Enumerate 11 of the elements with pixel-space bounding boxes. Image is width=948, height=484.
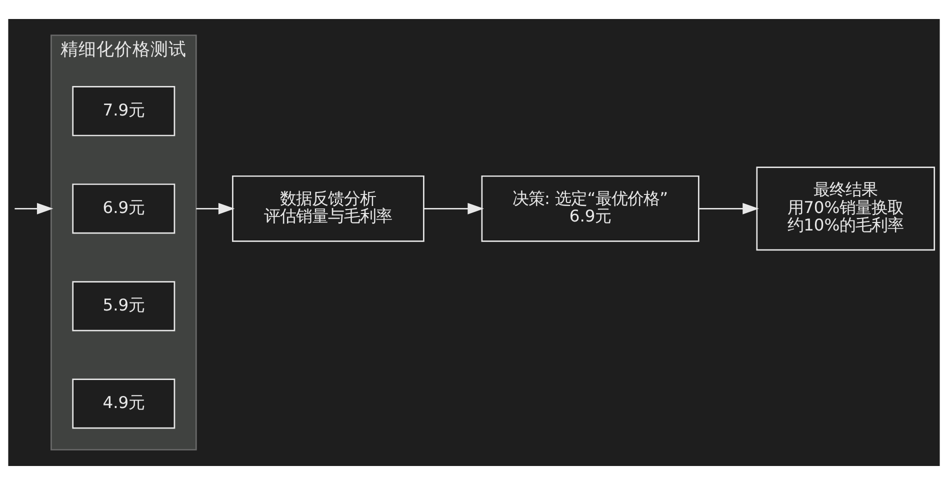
node-box: 最终结果 用70%销量换取 约10%的毛利率 — [756, 166, 936, 250]
node-box: 决策: 选定“最优价格” 6.9元 — [481, 174, 700, 242]
arrow — [698, 202, 759, 214]
node-box: 7.9元 — [72, 86, 176, 136]
node-box: 5.9元 — [72, 280, 176, 331]
arrow — [424, 202, 484, 214]
node-box: 6.9元 — [72, 183, 176, 234]
arrow — [196, 202, 235, 214]
node-box: 4.9元 — [72, 378, 176, 428]
node-box: 数据反馈分析 评估销量与毛利率 — [232, 174, 424, 242]
arrow — [14, 202, 54, 214]
